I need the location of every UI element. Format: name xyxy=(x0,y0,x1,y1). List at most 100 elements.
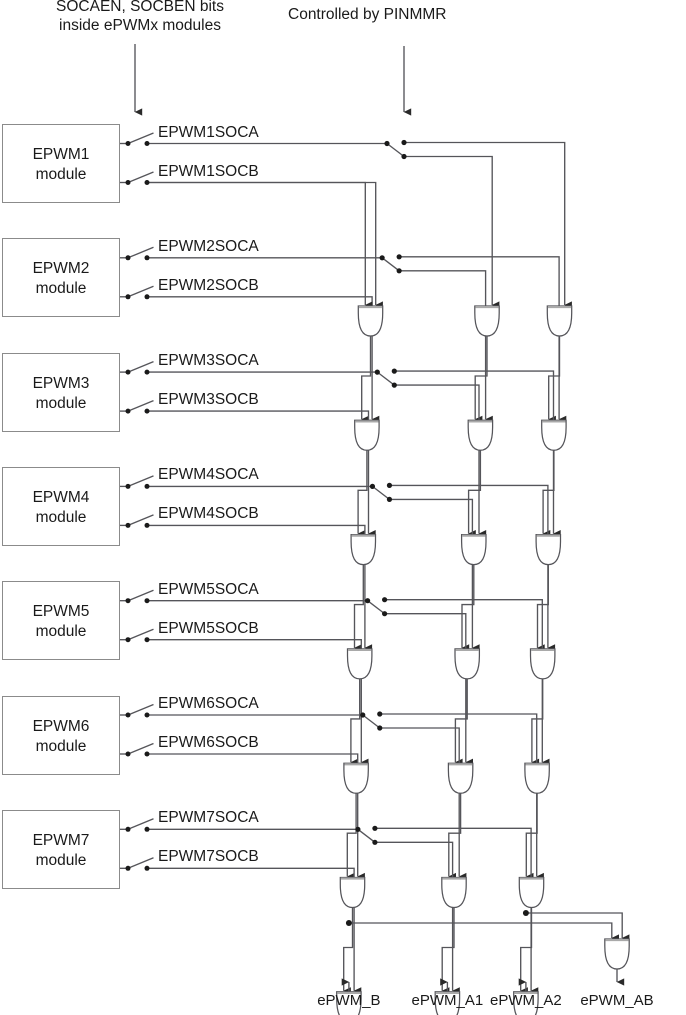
or-gate-icon-ab xyxy=(604,938,630,970)
signal-label-socb: EPWM4SOCB xyxy=(158,505,259,523)
or-gate-icon-b-3 xyxy=(350,533,377,566)
soc-enable-switch-icon xyxy=(127,703,154,716)
spdt-switch-icon xyxy=(376,371,395,386)
junction-dot-icon xyxy=(144,865,150,871)
junction-dot-icon xyxy=(125,598,131,604)
spdt-switch-icon xyxy=(381,257,400,272)
junction-dot-icon xyxy=(144,369,150,375)
junction-dot-icon xyxy=(401,139,407,146)
caption-left-line1: SOCAEN, SOCBEN bits xyxy=(56,0,224,15)
soc-enable-switch-icon xyxy=(127,514,154,527)
module-box-epwm7[interactable] xyxy=(2,809,120,889)
soca-to-a2-wire xyxy=(399,256,567,423)
junction-dot-icon xyxy=(125,408,131,414)
junction-dot-icon xyxy=(125,141,131,146)
junction-dot-icon xyxy=(345,920,352,926)
module-box-epwm5[interactable] xyxy=(2,581,120,661)
signal-label-soca: EPWM6SOCA xyxy=(158,695,259,712)
or-gate-icon-a1-7 xyxy=(434,991,461,1015)
socb-row1-to-b-left-wire xyxy=(147,181,373,309)
junction-dot-icon xyxy=(144,180,150,185)
or-gate-icon-a1-4 xyxy=(454,648,481,680)
or-gate-icon-a2-5 xyxy=(524,762,550,794)
junction-dot-icon xyxy=(391,382,397,388)
signal-label-soca: EPWM2SOCA xyxy=(158,237,259,255)
module-name-label: EPWM7 xyxy=(32,831,90,849)
junction-dot-icon xyxy=(144,712,150,718)
caption-right-line1: Controlled by PINMMR xyxy=(288,6,447,23)
module-name-label: EPWM3 xyxy=(32,374,90,392)
module-box-epwm4[interactable] xyxy=(2,466,120,546)
junction-dot-icon xyxy=(522,910,529,916)
soc-enable-switch-icon xyxy=(127,475,154,488)
soc-enable-switch-icon xyxy=(127,285,154,298)
output-label-epwm-a2: ePWM_A2 xyxy=(490,992,562,1009)
junction-dot-icon xyxy=(382,611,388,617)
junction-dot-icon xyxy=(372,825,378,831)
or-gate-icon-b-7 xyxy=(336,991,362,1015)
soc-enable-switch-icon xyxy=(127,818,154,830)
module-box-epwm3[interactable] xyxy=(2,352,120,432)
gate-cascade-wire xyxy=(350,678,361,766)
signal-label-soca: EPWM1SOCA xyxy=(158,123,259,141)
junction-dot-icon xyxy=(144,255,150,261)
signal-label-socb: EPWM5SOCB xyxy=(158,619,259,637)
gate-cascade-wire xyxy=(461,564,475,652)
junction-dot-icon xyxy=(396,254,402,260)
junction-dot-icon xyxy=(125,369,131,375)
module-box-epwm2[interactable] xyxy=(2,238,120,318)
junction-dot-icon xyxy=(369,483,376,489)
spdt-switch-icon xyxy=(372,485,390,500)
junction-dot-icon xyxy=(377,725,383,731)
junction-dot-icon xyxy=(125,637,131,643)
output-label-epwm-b: ePWM_B xyxy=(317,992,381,1009)
junction-dot-icon xyxy=(125,712,131,718)
output-label-epwm-ab: ePWM_AB xyxy=(580,992,654,1009)
module-box-epwm6[interactable] xyxy=(2,695,120,775)
module-sub-label: module xyxy=(35,280,87,298)
module-sub-label: module xyxy=(35,394,87,412)
spdt-switch-icon xyxy=(362,714,381,729)
soca-to-a2-wire xyxy=(389,484,556,652)
socb-to-b-wire xyxy=(147,296,380,423)
soc-enable-switch-icon xyxy=(127,246,154,259)
or-gate-icon-a2-1 xyxy=(546,305,573,337)
or-gate-icon-b-5 xyxy=(343,762,369,794)
signal-label-socb: EPWM2SOCB xyxy=(158,276,259,294)
junction-dot-icon xyxy=(384,140,390,147)
soc-enable-switch-icon xyxy=(127,857,154,869)
or-gate-icon-a1-6 xyxy=(441,876,467,909)
junction-dot-icon xyxy=(125,522,131,528)
junction-dot-icon xyxy=(125,826,131,832)
or-gate-icon-a2-2 xyxy=(541,419,567,451)
spdt-switch-icon xyxy=(357,828,376,843)
signal-label-socb: EPWM7SOCB xyxy=(158,848,259,866)
soca-to-a1-wire xyxy=(399,270,493,423)
signal-label-socb: EPWM6SOCB xyxy=(158,734,259,751)
junction-dot-icon xyxy=(125,180,131,185)
or-gate-icon-a2-3 xyxy=(535,533,562,566)
junction-dot-icon xyxy=(125,865,131,871)
signal-label-socb: EPWM1SOCB xyxy=(158,162,259,180)
junction-dot-icon xyxy=(365,598,371,604)
gate-cascade-wire xyxy=(454,678,468,766)
junction-dot-icon xyxy=(401,153,407,160)
gate-cascade-wire xyxy=(361,336,372,423)
junction-dot-icon xyxy=(125,255,131,261)
or-gate-icon-a1-3 xyxy=(460,533,487,566)
junction-dot-icon xyxy=(377,711,383,717)
module-name-label: EPWM1 xyxy=(32,146,90,163)
module-box-epwm1[interactable] xyxy=(2,124,120,203)
socb-to-b-wire xyxy=(147,639,369,766)
module-sub-label: module xyxy=(35,166,87,183)
junction-dot-icon xyxy=(360,712,366,718)
soca-to-a2-wire xyxy=(404,141,572,309)
soc-enable-switch-icon xyxy=(127,628,154,641)
spdt-switch-icon xyxy=(386,142,405,158)
soca-to-a2-wire xyxy=(374,827,539,995)
module-name-label: EPWM5 xyxy=(32,603,90,621)
module-sub-label: module xyxy=(35,508,87,526)
junction-dot-icon xyxy=(382,597,388,603)
module-sub-label: module xyxy=(35,851,87,869)
